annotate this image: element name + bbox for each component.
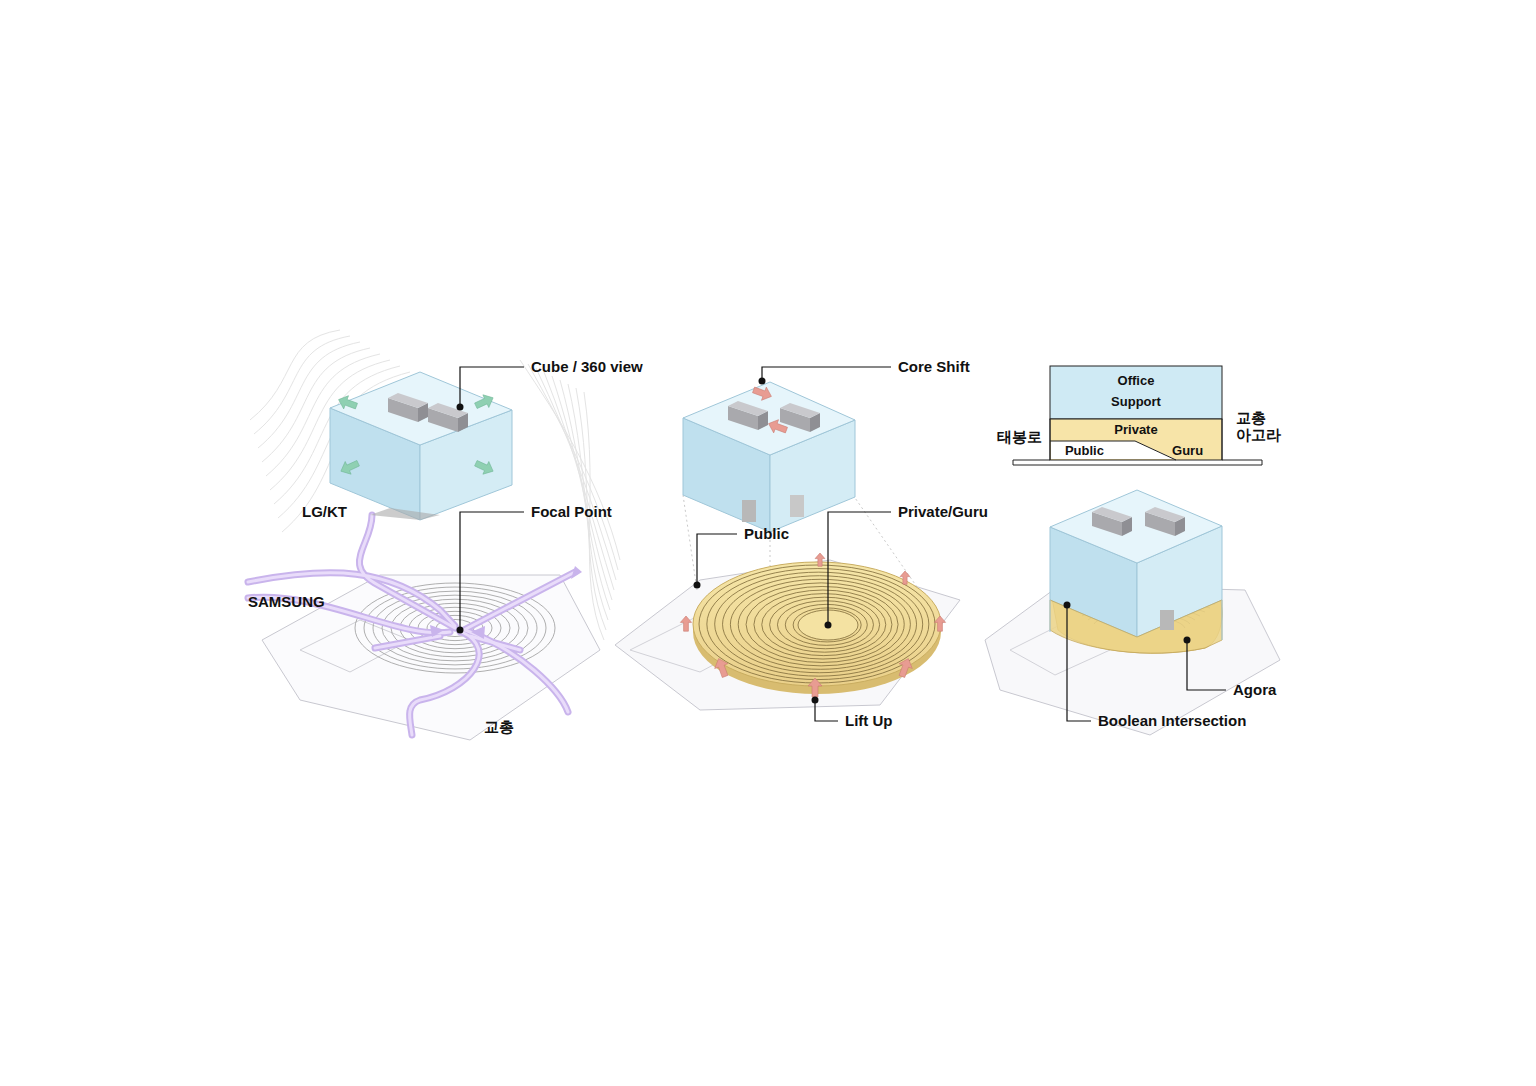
callout-label: Private/Guru [898, 503, 988, 520]
callout-label: Focal Point [531, 503, 612, 520]
band-text: Private [1114, 422, 1157, 437]
callout-label: Boolean Intersection [1098, 712, 1246, 729]
callout-label: LG/KT [302, 503, 347, 520]
band-text: Public [1065, 443, 1104, 458]
callout-label: SAMSUNG [248, 593, 325, 610]
callout-label: Public [744, 525, 789, 542]
callout-label: Lift Up [845, 712, 892, 729]
band-text: Office [1118, 373, 1155, 388]
callout-label: Core Shift [898, 358, 970, 375]
section-band: PrivatePublic Guru [1050, 419, 1222, 460]
callout-label: 교총 [484, 718, 514, 735]
band-text: Guru [1172, 443, 1203, 458]
section-band: OfficeSupport [1050, 366, 1222, 419]
callout-label: Cube / 360 view [531, 358, 643, 375]
band-text: Support [1111, 394, 1161, 409]
callout-label: 태봉로 [997, 428, 1042, 445]
callout-label: Agora [1233, 681, 1276, 698]
callout-label: 교총 아고라 [1236, 409, 1284, 444]
